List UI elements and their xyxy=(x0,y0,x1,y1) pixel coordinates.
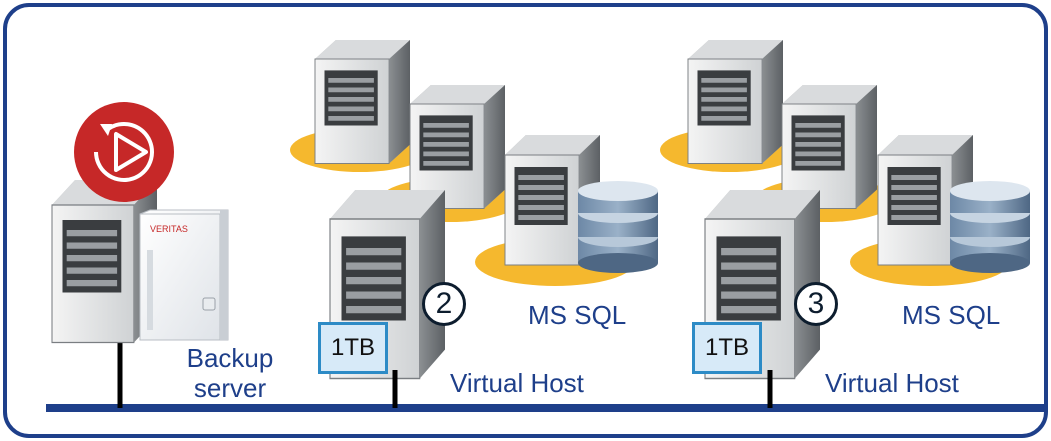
ms-sql-label: MS SQL xyxy=(528,300,627,330)
backup-server xyxy=(51,179,158,408)
backup-server-label: Backup server xyxy=(170,343,290,403)
vm-server xyxy=(687,39,784,164)
product-box-brand: VERITAS xyxy=(150,224,188,234)
virtual-host-label: Virtual Host xyxy=(825,368,959,398)
backup-label-line2: server xyxy=(193,373,267,403)
host-number-badge: 3 xyxy=(794,282,838,326)
vm-server xyxy=(409,84,506,209)
database-icon xyxy=(950,181,1030,273)
virtual-host-label: Virtual Host xyxy=(450,368,584,398)
vm-server xyxy=(781,84,878,209)
vm-server xyxy=(314,39,411,164)
disk-capacity-label: 1TB xyxy=(692,322,762,374)
database-icon xyxy=(578,181,658,273)
play-backup-icon xyxy=(74,102,174,202)
disk-capacity-label: 1TB xyxy=(318,322,388,374)
ms-sql-label: MS SQL xyxy=(902,300,1001,330)
virtual-host-group-3 xyxy=(660,39,1030,408)
host-number-badge: 2 xyxy=(422,282,466,326)
virtual-host-group-2 xyxy=(290,39,658,408)
backup-product-box: VERITAS xyxy=(139,209,229,341)
backup-label-line1: Backup xyxy=(186,343,274,373)
network-bus xyxy=(46,404,1046,412)
